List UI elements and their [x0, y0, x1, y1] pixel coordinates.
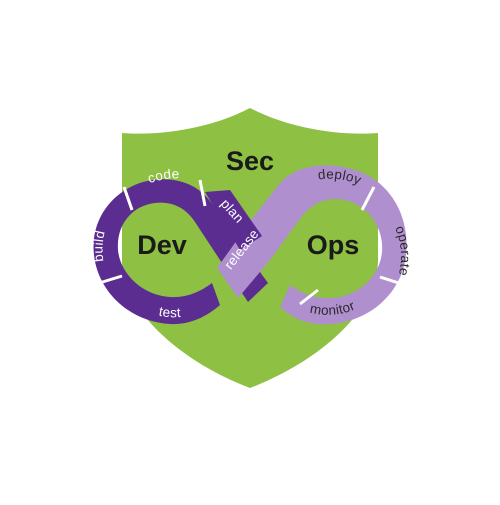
sec-label: Sec — [226, 146, 274, 176]
ops-gap-1 — [299, 288, 319, 306]
dev-gap-1 — [122, 186, 134, 211]
ops-gap-3 — [379, 275, 406, 287]
ops-loop-band — [217, 165, 407, 325]
stage-monitor: monitor — [309, 298, 357, 318]
dev-plan-segment — [205, 190, 262, 250]
dev-loop-band — [93, 179, 268, 325]
ops-loop — [217, 165, 407, 325]
stage-test: test — [158, 304, 182, 321]
dev-label: Dev — [137, 230, 187, 260]
dev-loop — [93, 179, 268, 325]
stage-build: build — [91, 229, 108, 263]
dev-gap-2 — [95, 274, 123, 286]
ops-gap-2 — [360, 186, 376, 211]
dev-gap-3 — [198, 179, 207, 207]
ops-label: Ops — [307, 230, 360, 260]
